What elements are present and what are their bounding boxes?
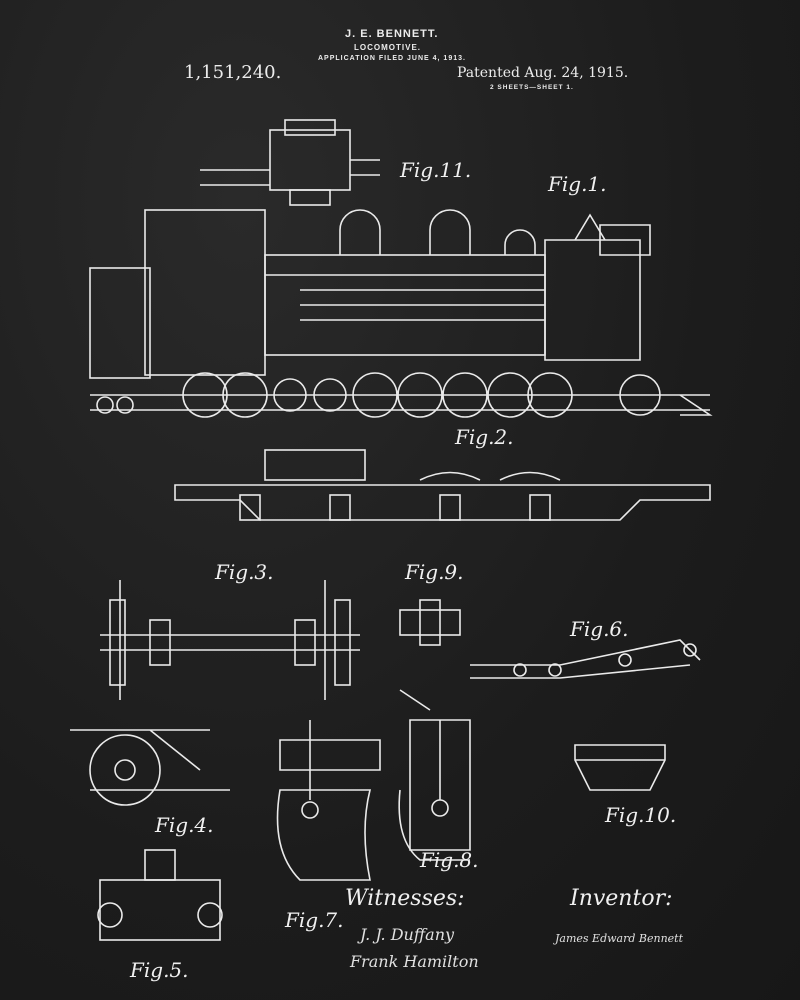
patent-number: 1,151,240.	[184, 62, 282, 83]
fig3-axle-drawing	[100, 580, 360, 700]
application-date: APPLICATION FILED JUNE 4, 1913.	[318, 55, 466, 62]
sheet-count: 2 SHEETS—SHEET 1.	[490, 84, 574, 91]
fig2-label: Fig.2.	[455, 425, 514, 449]
fig6-linkage-drawing	[470, 639, 701, 679]
fig8-label: Fig.8.	[420, 848, 479, 872]
fig6-label: Fig.6.	[570, 617, 629, 641]
fig1-label: Fig.1.	[548, 172, 607, 196]
fig7-drawing	[276, 720, 381, 881]
fig8-drawing	[398, 689, 471, 861]
fig3-label: Fig.3.	[215, 560, 274, 584]
inventor-name: J. E. BENNETT.	[345, 28, 439, 40]
inventor-label: Inventor:	[570, 886, 673, 911]
witness-signature-1: J. J. Duffany	[360, 925, 455, 944]
fig11-drawing	[200, 119, 380, 206]
witness-signature-2: Frank Hamilton	[350, 952, 479, 971]
fig1-locomotive-drawing	[89, 209, 713, 418]
fig2-frame-drawing	[174, 449, 711, 521]
fig9-label: Fig.9.	[405, 560, 464, 584]
patented-date: Patented Aug. 24, 1915.	[457, 65, 629, 81]
witnesses-label: Witnesses:	[345, 886, 465, 911]
fig10-label: Fig.10.	[605, 803, 677, 827]
fig11-label: Fig.11.	[400, 158, 472, 182]
fig7-label: Fig.7.	[285, 908, 344, 932]
fig5-label: Fig.5.	[130, 958, 189, 982]
fig4-label: Fig.4.	[155, 813, 214, 837]
inventor-signature: James Edward Bennett	[555, 932, 684, 945]
fig5-drawing	[97, 849, 223, 941]
fig10-drawing	[574, 744, 666, 791]
fig4-drawing	[70, 729, 230, 806]
patent-title: LOCOMOTIVE.	[354, 43, 421, 52]
fig9-drawing	[399, 599, 461, 646]
